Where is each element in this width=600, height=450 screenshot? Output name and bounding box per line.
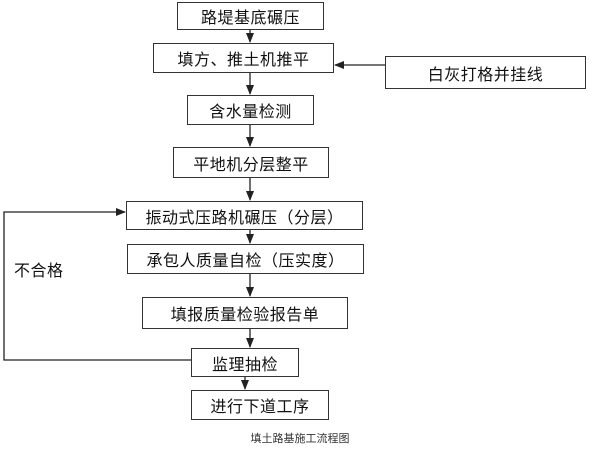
step-supervisor-spot-check: 监理抽检: [191, 348, 299, 377]
step-moisture-test: 含水量检测: [187, 95, 314, 125]
step-subgrade-rolling: 路堤基底碾压: [177, 2, 324, 30]
fail-loop-label: 不合格: [14, 261, 64, 280]
arrow-fail-loop: [3, 208, 191, 361]
step-next-process: 进行下道工序: [191, 390, 329, 420]
step-vibratory-roller-compaction: 振动式压路机碾压（分层）: [126, 201, 363, 230]
step-grader-layer-leveling: 平地机分层整平: [173, 147, 329, 178]
step-fill-bulldozer-leveling: 填方、推土机推平: [153, 43, 334, 73]
step-contractor-self-check: 承包人质量自检（压实度）: [127, 244, 364, 274]
diagram-caption: 填土路基施工流程图: [250, 432, 350, 445]
side-step-lime-grid-line: 白灰打格并挂线: [385, 56, 586, 89]
step-fill-inspection-report: 填报质量检验报告单: [142, 297, 348, 329]
